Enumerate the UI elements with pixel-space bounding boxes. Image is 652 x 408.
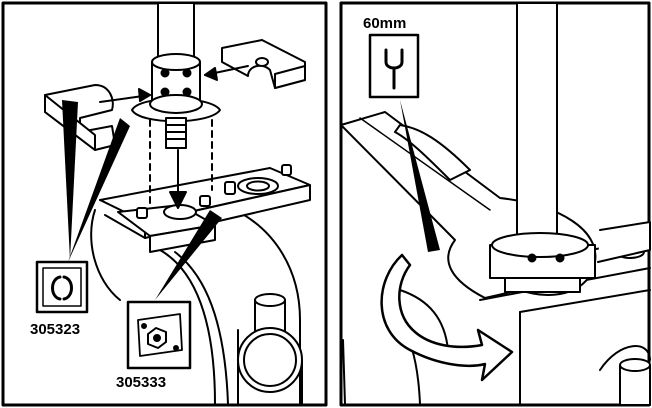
rotation-arrow	[380, 253, 514, 382]
left-panel: 305323 305333	[1, 1, 328, 407]
callout-label-305323: 305323	[30, 321, 80, 338]
split-collar-right	[221, 39, 306, 89]
shaft-tool	[131, 2, 221, 149]
callout-label-60mm: 60mm	[363, 15, 406, 32]
bolt-fitting	[237, 293, 303, 405]
collar-arrow-right-head	[204, 67, 218, 81]
right-panel-frame	[339, 1, 651, 407]
split-collar-left	[44, 84, 116, 151]
callout-60mm: 60mm	[363, 15, 420, 99]
block-left-edge	[342, 339, 346, 405]
callout-305323: 305323	[30, 260, 89, 338]
callout-305333: 305333	[116, 300, 192, 391]
socket-tool	[489, 2, 596, 293]
fitting-top	[619, 358, 651, 372]
insert-arrow-head	[169, 191, 187, 209]
leader-305323-b	[68, 118, 130, 262]
fitting-curve	[599, 345, 651, 371]
leader-60mm	[400, 100, 440, 252]
leader-305333	[155, 210, 222, 300]
leader-305323-a	[62, 100, 78, 260]
engine-block-inner-curve	[159, 249, 216, 405]
right-panel: 60mm	[339, 1, 651, 407]
block-top-edge-2	[519, 289, 651, 313]
block-curve-1	[399, 289, 449, 351]
collar-arrow-left-head	[138, 88, 151, 102]
mounting-plate	[99, 164, 311, 253]
bolted-plate-tool-icon	[137, 313, 183, 357]
engine-block-outline-left	[90, 209, 121, 301]
engine-block-outline-right	[234, 209, 301, 405]
open-end-wrench-icon	[384, 48, 404, 90]
split-ring-tool-icon	[51, 275, 73, 301]
callout-label-305333: 305333	[116, 374, 166, 391]
